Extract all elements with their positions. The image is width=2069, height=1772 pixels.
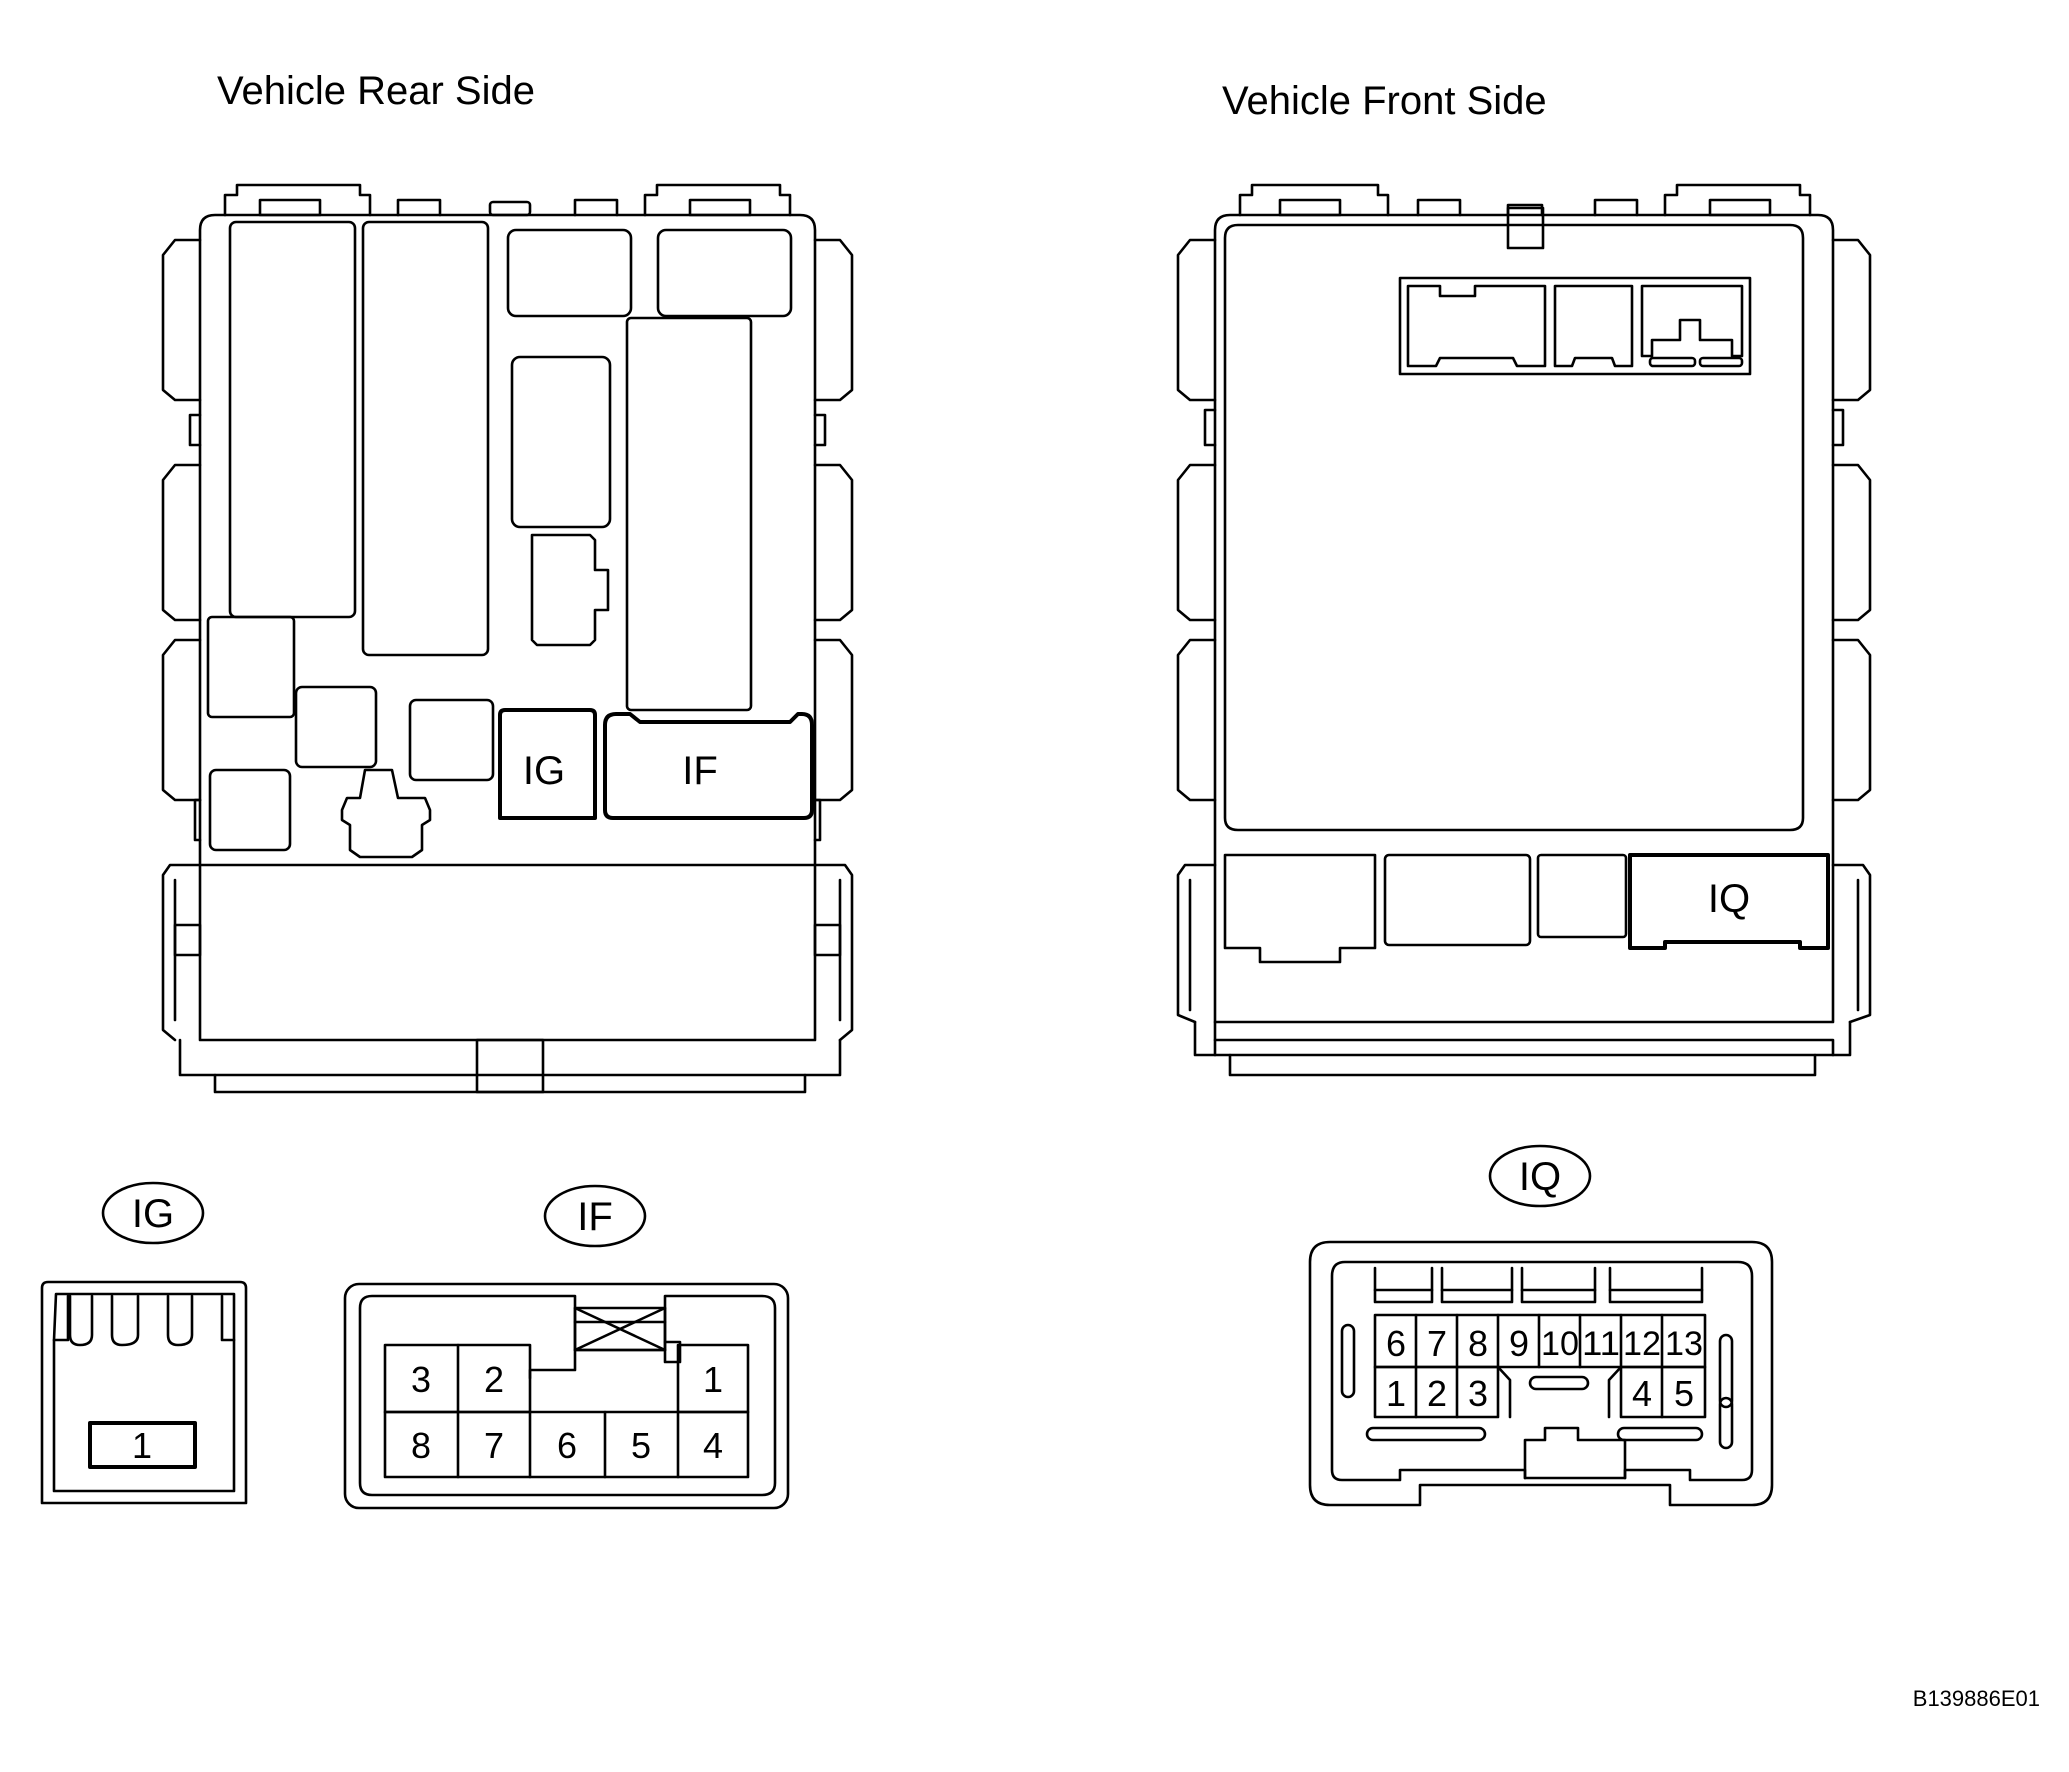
connector-ig-detail: IG 1 <box>40 1181 248 1505</box>
iq-pin-11: 11 <box>1582 1325 1620 1363</box>
iq-pin-12: 12 <box>1623 1325 1661 1363</box>
rear-junction-block: IG IF <box>161 183 854 1094</box>
if-pin-4: 4 <box>703 1425 723 1466</box>
iq-pin-6: 6 <box>1386 1323 1406 1364</box>
if-pin-2: 2 <box>484 1359 504 1400</box>
iq-pin-1: 1 <box>1386 1373 1406 1414</box>
front-junction-block: IQ <box>1176 183 1872 1077</box>
if-pin-6: 6 <box>557 1425 577 1466</box>
iq-pin-10: 10 <box>1541 1325 1579 1363</box>
iq-pin-13: 13 <box>1665 1325 1703 1363</box>
connector-iq-callout: IQ <box>1519 1155 1561 1199</box>
rear-if-label: IF <box>682 749 718 793</box>
connector-iq-detail: IQ <box>1308 1144 1774 1507</box>
front-view-title: Vehicle Front Side <box>1222 79 1547 123</box>
iq-pin-9: 9 <box>1509 1323 1529 1364</box>
rear-ig-label: IG <box>523 749 565 793</box>
connector-if-callout: IF <box>577 1195 613 1239</box>
if-pin-1: 1 <box>703 1359 723 1400</box>
connector-if-detail: IF 3 2 1 8 7 6 5 4 <box>343 1184 790 1510</box>
connector-ig-callout: IG <box>132 1192 174 1236</box>
figure-code: B139886E01 <box>1913 1686 2040 1711</box>
if-pin-3: 3 <box>411 1359 431 1400</box>
front-iq-label: IQ <box>1708 877 1750 921</box>
iq-pin-8: 8 <box>1468 1323 1488 1364</box>
iq-pin-2: 2 <box>1427 1373 1447 1414</box>
iq-pin-4: 4 <box>1632 1373 1652 1414</box>
rear-view-title: Vehicle Rear Side <box>217 69 535 113</box>
ig-pin-1: 1 <box>132 1425 152 1466</box>
if-pin-8: 8 <box>411 1425 431 1466</box>
iq-pin-7: 7 <box>1427 1323 1447 1364</box>
iq-pin-3: 3 <box>1468 1373 1488 1414</box>
if-pin-5: 5 <box>631 1425 651 1466</box>
iq-pin-5: 5 <box>1674 1373 1694 1414</box>
if-pin-7: 7 <box>484 1425 504 1466</box>
